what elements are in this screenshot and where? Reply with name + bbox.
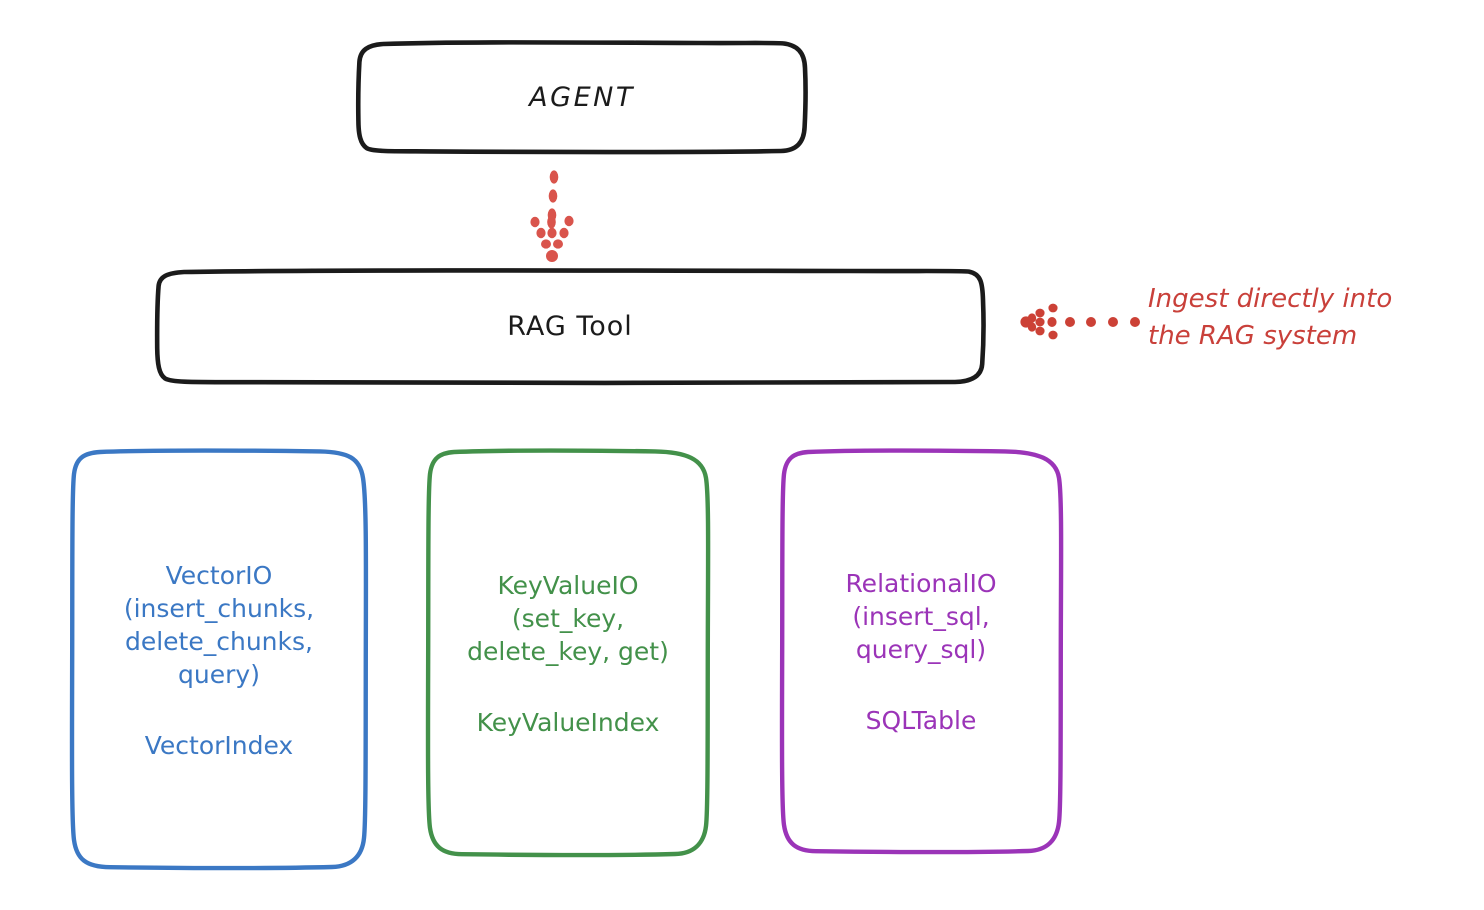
key-value-index-label: KeyValueIndex	[476, 707, 660, 737]
agent-node[interactable]: AGENT	[358, 42, 806, 152]
vector-io-title: VectorIO (insert_chunks, delete_chunks, …	[123, 560, 315, 689]
relational-io-node[interactable]: RelationalIO (insert_sql, query_sql) SQL…	[782, 450, 1060, 852]
vector-io-body: VectorIO (insert_chunks, delete_chunks, …	[118, 559, 320, 760]
ragtool-box-outline	[154, 268, 986, 386]
rag-tool-node[interactable]: RAG Tool	[157, 270, 983, 382]
key-value-io-title: KeyValueIO (set_key, delete_key, get)	[467, 570, 669, 666]
agent-to-rag-connector	[530, 170, 574, 262]
vector-io-box-outline	[69, 448, 369, 871]
ingest-annotation-text: Ingest directly into the RAG system	[1148, 284, 1393, 351]
relational-io-body: RelationalIO (insert_sql, query_sql) SQL…	[839, 567, 1002, 735]
agent-box-outline	[355, 40, 808, 155]
ingest-to-rag-connector	[1020, 303, 1140, 340]
key-value-io-node[interactable]: KeyValueIO (set_key, delete_key, get) Ke…	[428, 450, 708, 855]
vector-io-node[interactable]: VectorIO (insert_chunks, delete_chunks, …	[72, 450, 366, 868]
vector-index-label: VectorIndex	[144, 730, 294, 760]
relational-io-title: RelationalIO (insert_sql, query_sql)	[845, 569, 997, 664]
agent-label: AGENT	[529, 81, 635, 113]
key-value-io-box-outline	[425, 448, 711, 858]
rag-tool-label: RAG Tool	[507, 310, 633, 342]
sql-table-label: SQLTable	[865, 706, 977, 735]
key-value-io-body: KeyValueIO (set_key, delete_key, get) Ke…	[461, 569, 675, 737]
relational-io-box-outline	[779, 448, 1064, 855]
